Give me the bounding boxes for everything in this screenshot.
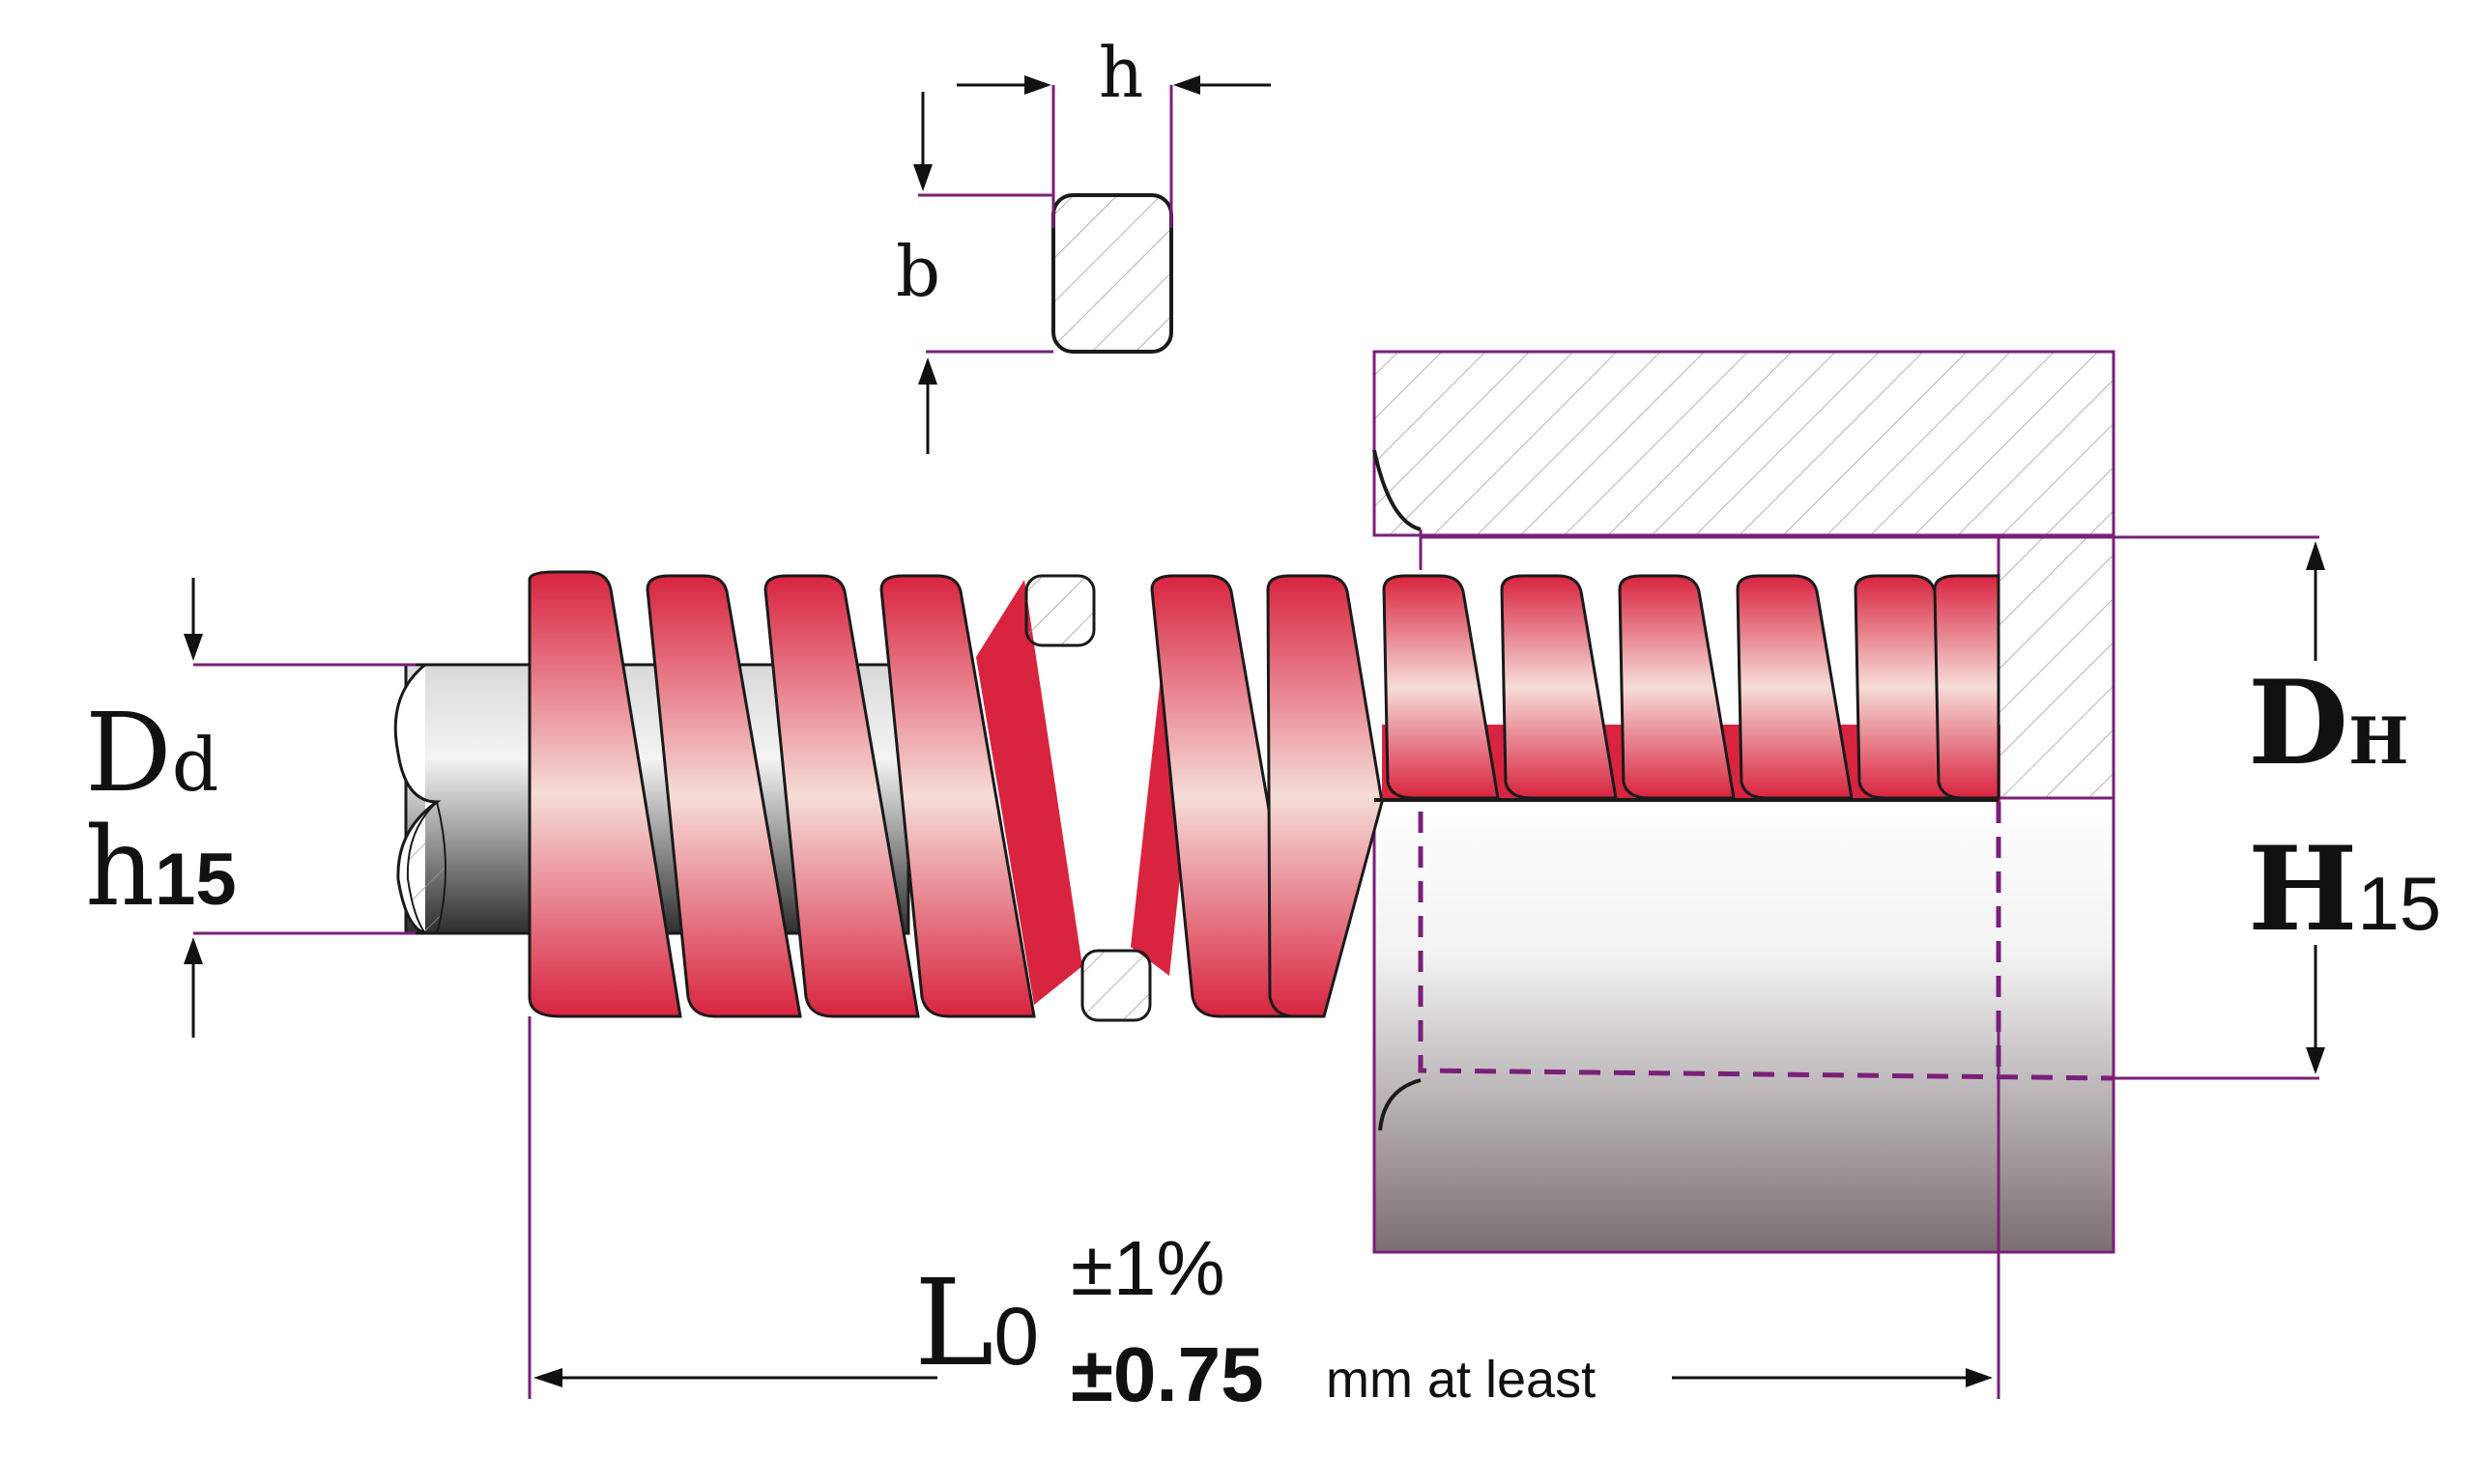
length-tolerance-mm: ±0.75 <box>1071 1331 1264 1417</box>
arrow-down-icon <box>913 164 933 191</box>
housing-bore <box>1372 796 2115 1254</box>
coil-12-end <box>1933 574 2000 800</box>
length-tolerance-percent: ±1% <box>1071 1225 1225 1311</box>
housing-hatched-wall <box>1372 350 2115 537</box>
coil-cut-section-bottom <box>1080 949 1152 1022</box>
wire-profile <box>1051 193 1173 354</box>
coil-4 <box>879 574 1036 1018</box>
profile-height-label: b <box>896 231 940 312</box>
wire-profile-section: h b <box>896 32 1271 454</box>
coil-7 <box>1382 574 1500 800</box>
coil-3 <box>763 574 920 1018</box>
profile-width-label: h <box>1099 32 1143 113</box>
coil-6 <box>1266 574 1384 1018</box>
housing-hatched-end <box>1997 533 2115 802</box>
rod-diameter-dimension: Dd h15 <box>85 578 416 1038</box>
coil-9 <box>1618 574 1736 800</box>
arrow-up-icon <box>918 357 937 385</box>
housing <box>1372 350 2115 1254</box>
arrow-down-icon <box>184 634 203 661</box>
arrow-left-icon <box>1173 75 1200 95</box>
coil-5 <box>1150 574 1307 1018</box>
arrow-up-icon <box>2306 541 2325 570</box>
coil-1 <box>528 570 682 1018</box>
free-length-label: L0 <box>914 1254 1039 1393</box>
coil-2 <box>646 574 802 1018</box>
coil-cut-section-top <box>1024 574 1096 647</box>
hole-tolerance-label: H15 <box>2248 821 2441 957</box>
hole-diameter-label: DH <box>2248 655 2408 791</box>
arrow-left-icon <box>533 1368 562 1387</box>
rod-tolerance-label: h15 <box>85 805 237 930</box>
arrow-right-icon <box>1024 75 1051 95</box>
arrow-right-icon <box>1966 1368 1993 1387</box>
arrow-down-icon <box>2306 1047 2325 1074</box>
coil-10 <box>1736 574 1854 800</box>
coil-8 <box>1500 574 1618 800</box>
hole-diameter-dimension: DH H15 <box>1421 535 2441 1080</box>
length-tolerance-note: mm at least <box>1326 1351 1596 1409</box>
free-length-dimension: L0 ±1% ±0.75 mm at least <box>528 1016 2000 1417</box>
spring <box>528 570 2000 1022</box>
rod-diameter-label: Dd <box>85 691 218 816</box>
arrow-up-icon <box>184 937 203 964</box>
